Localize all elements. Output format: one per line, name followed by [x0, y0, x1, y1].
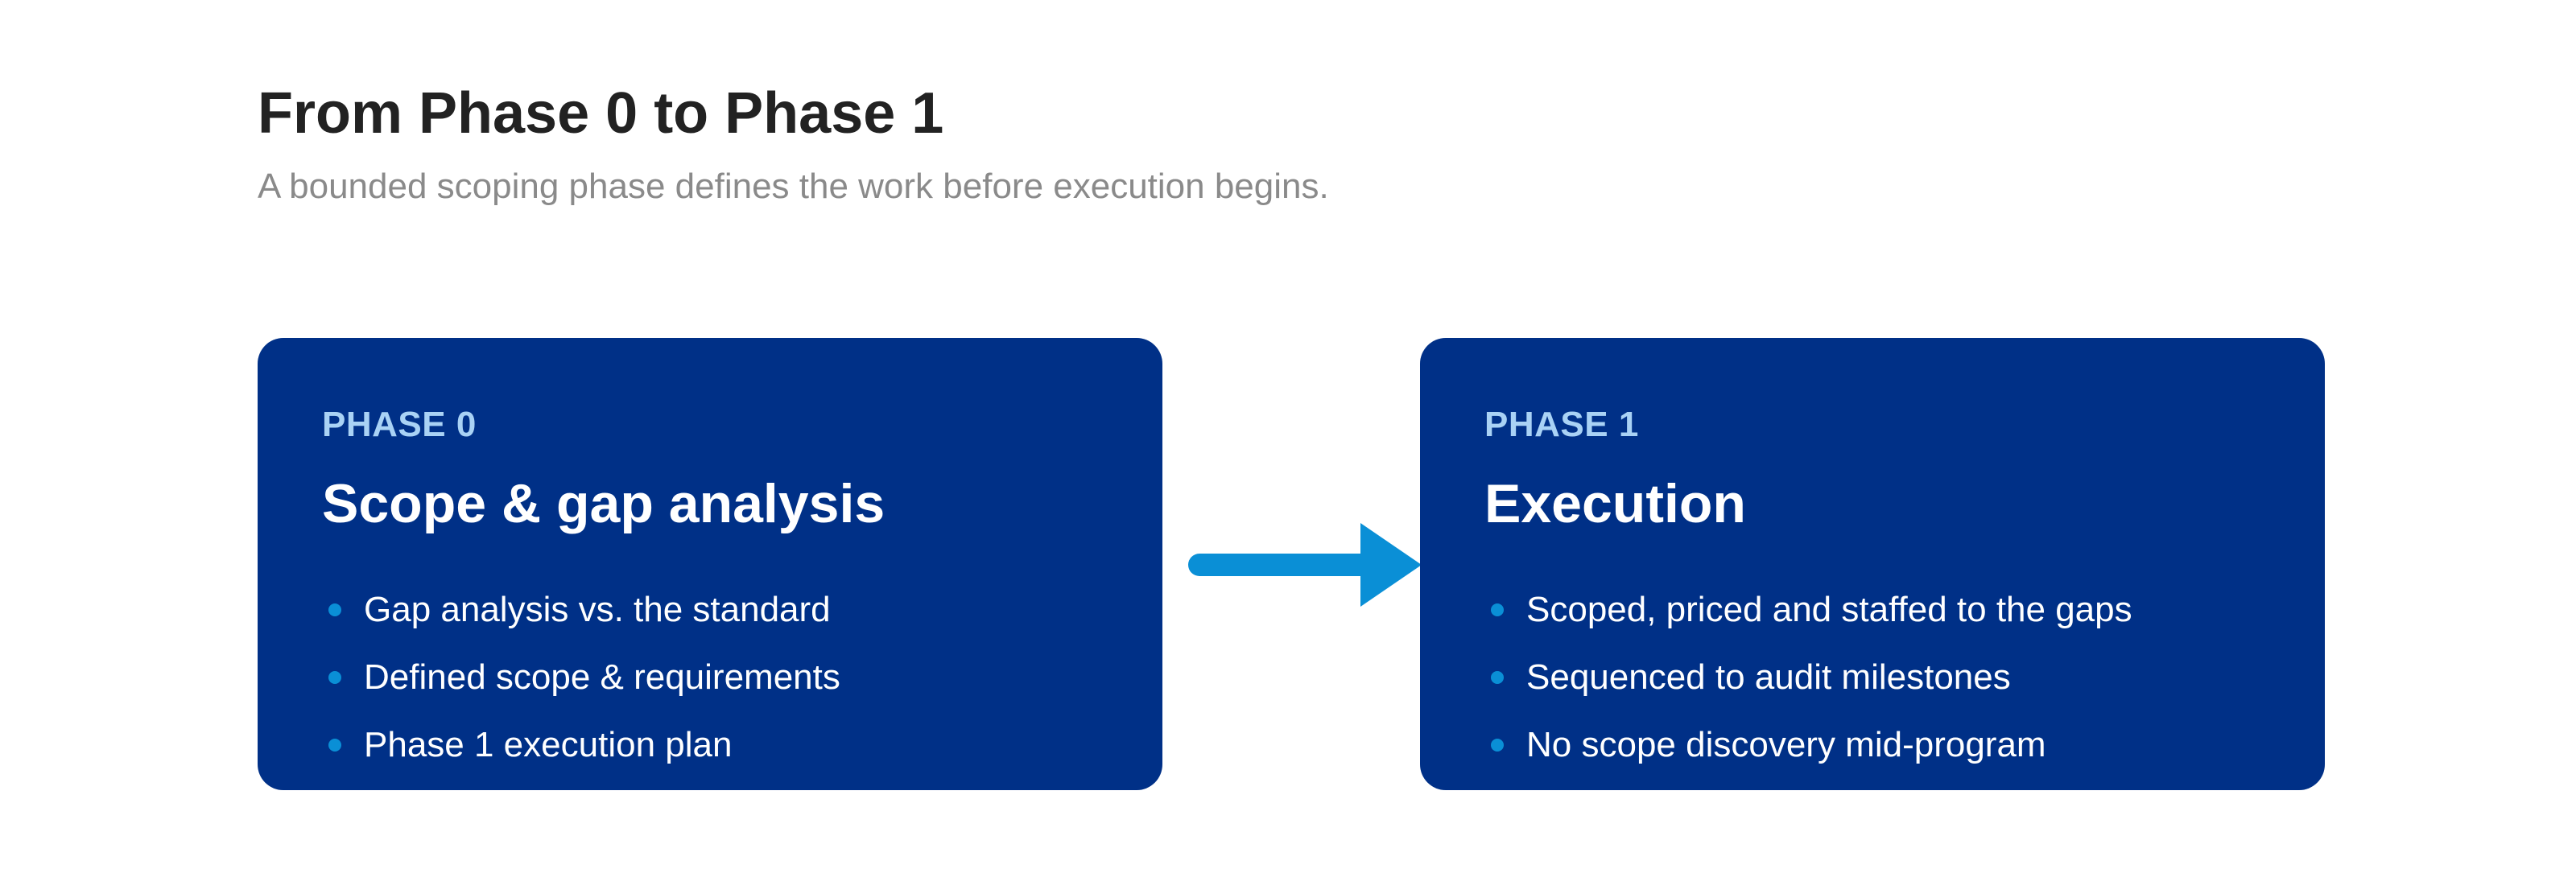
- list-item: Phase 1 execution plan: [322, 711, 1098, 779]
- list-item-text: Defined scope & requirements: [364, 657, 840, 697]
- list-item: Defined scope & requirements: [322, 644, 1098, 711]
- phase-0-list: Gap analysis vs. the standard Defined sc…: [322, 576, 1098, 779]
- phase-1-list: Scoped, priced and staffed to the gaps S…: [1484, 576, 2260, 779]
- bullet-dot-icon: [328, 671, 341, 684]
- list-item-text: Gap analysis vs. the standard: [364, 590, 831, 629]
- list-item-text: Phase 1 execution plan: [364, 725, 733, 764]
- bullet-dot-icon: [328, 603, 341, 616]
- bullet-dot-icon: [328, 739, 341, 752]
- bullet-dot-icon: [1491, 739, 1504, 752]
- bullet-dot-icon: [1491, 671, 1504, 684]
- phase-0-label: PHASE 0: [322, 405, 477, 444]
- arrow-right-icon: [1188, 523, 1422, 607]
- phase-1-card: PHASE 1 Execution Scoped, priced and sta…: [1420, 338, 2325, 790]
- page-title: From Phase 0 to Phase 1: [258, 81, 944, 146]
- list-item: Scoped, priced and staffed to the gaps: [1484, 576, 2260, 644]
- phase-0-title: Scope & gap analysis: [322, 473, 886, 534]
- list-item: Sequenced to audit milestones: [1484, 644, 2260, 711]
- list-item-text: No scope discovery mid-program: [1526, 725, 2046, 764]
- phase-0-card: PHASE 0 Scope & gap analysis Gap analysi…: [258, 338, 1162, 790]
- list-item: Gap analysis vs. the standard: [322, 576, 1098, 644]
- page-subtitle: A bounded scoping phase defines the work…: [258, 167, 1329, 206]
- phase-1-label: PHASE 1: [1484, 405, 1639, 444]
- list-item-text: Sequenced to audit milestones: [1526, 657, 2011, 697]
- list-item: No scope discovery mid-program: [1484, 711, 2260, 779]
- phase-1-title: Execution: [1484, 473, 1746, 534]
- bullet-dot-icon: [1491, 603, 1504, 616]
- list-item-text: Scoped, priced and staffed to the gaps: [1526, 590, 2132, 629]
